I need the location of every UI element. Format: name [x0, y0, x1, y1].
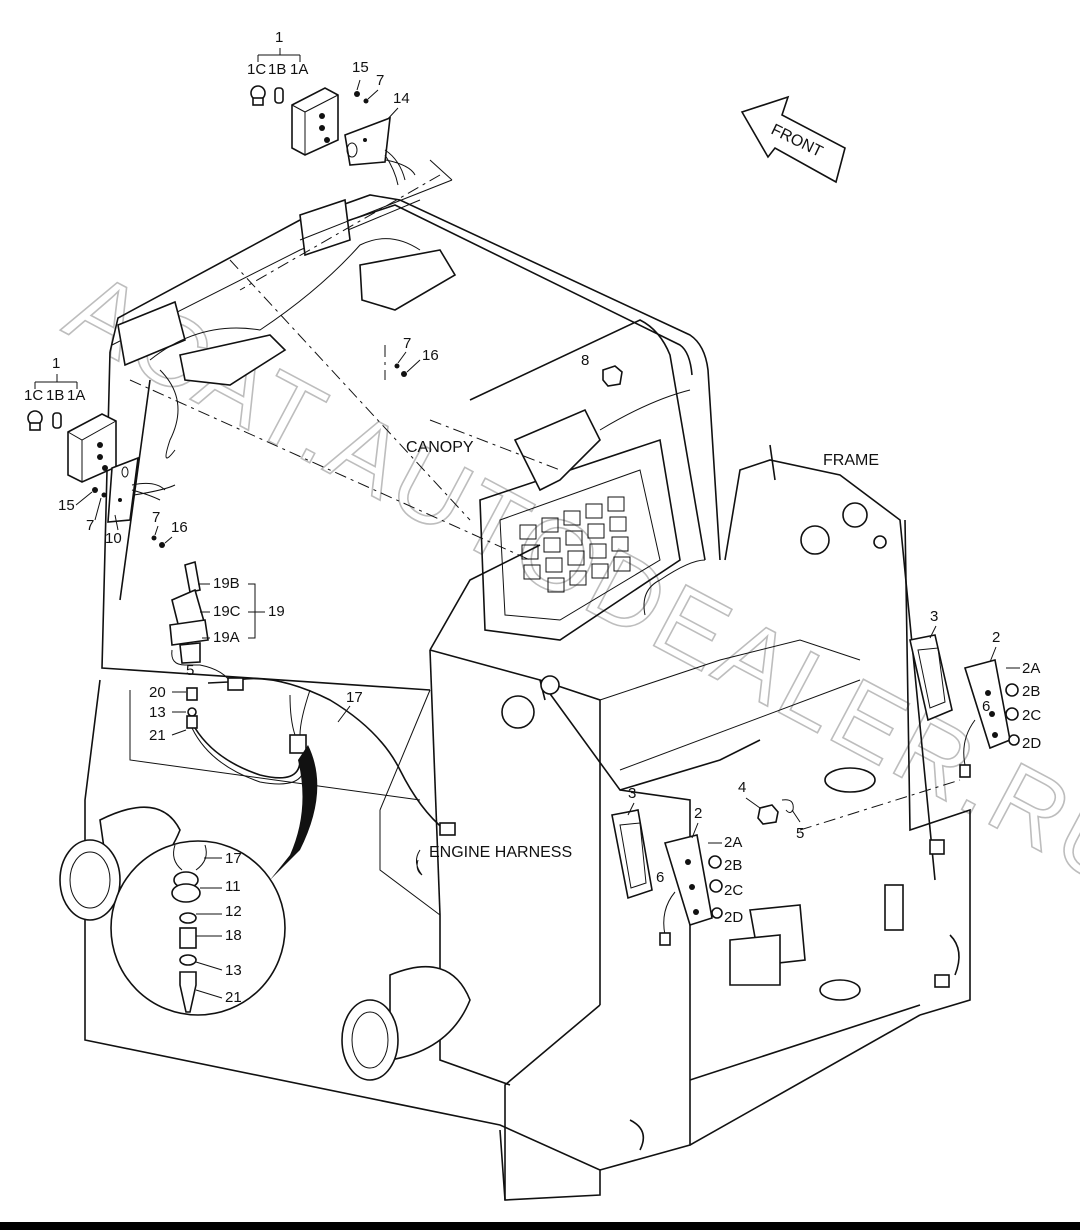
bottom-border — [0, 1222, 1080, 1230]
callout-7-top: 7 — [376, 72, 384, 89]
bracket-14 — [344, 116, 391, 166]
callout-1: 1 — [275, 29, 283, 46]
callout-21-switch: 21 — [149, 727, 166, 744]
callout-7-left: 7 — [86, 517, 94, 534]
callout-19: 19 — [268, 603, 285, 620]
callout-17-detail: 17 — [225, 850, 242, 867]
callout-8: 8 — [581, 352, 589, 369]
canopy-body — [101, 194, 721, 1005]
bulb-1b — [274, 87, 284, 104]
canopy-label: CANOPY — [406, 439, 474, 456]
callout-6-right: 6 — [982, 698, 990, 715]
callout-12: 12 — [225, 903, 242, 920]
callout-10: 10 — [105, 530, 122, 547]
canopy-hardware: 7 16 8 CANOPY FRAME — [394, 335, 879, 469]
callout-2a-right: 2A — [1022, 660, 1040, 677]
leader-dashes — [129, 174, 961, 831]
callout-5-switch: 5 — [186, 662, 194, 679]
rear-lamp-left: 3 2 2A 2B 2C 2D 6 — [611, 785, 743, 946]
callout-2b-left: 2B — [724, 857, 742, 874]
engine-harness: ENGINE HARNESS — [416, 844, 572, 876]
bulb-1c-left — [27, 410, 43, 431]
callout-19b: 19B — [213, 575, 240, 592]
mid-relay: 4 5 — [738, 779, 804, 842]
callout-18: 18 — [225, 927, 242, 944]
lamp-housing-1a-left — [67, 413, 117, 483]
callout-4: 4 — [738, 779, 746, 796]
callout-3-right: 3 — [930, 608, 938, 625]
callout-1b-left: 1B — [46, 387, 64, 404]
front-direction-arrow: FRONT — [740, 95, 846, 184]
callout-11: 11 — [225, 878, 241, 895]
callout-1-left: 1 — [52, 355, 60, 372]
callout-15-top: 15 — [352, 59, 369, 76]
callout-1c-left: 1C — [24, 387, 43, 404]
callout-7-canopy: 7 — [403, 335, 411, 352]
callout-2b-right: 2B — [1022, 683, 1040, 700]
bulb-1c — [250, 85, 266, 106]
engine-harness-label: ENGINE HARNESS — [429, 844, 572, 861]
callout-14: 14 — [393, 90, 410, 107]
callout-3-left: 3 — [628, 785, 636, 802]
lamp-assembly-left: 1 1C 1B 1A 15 7 10 7 16 — [24, 355, 188, 548]
callout-1c: 1C — [247, 61, 266, 78]
callout-2c-right: 2C — [1022, 707, 1041, 724]
callout-13-detail: 13 — [225, 962, 242, 979]
callout-2d-right: 2D — [1022, 735, 1041, 752]
callout-1a: 1A — [290, 61, 308, 78]
bracket-10 — [107, 456, 139, 523]
callout-15-left: 15 — [58, 497, 75, 514]
lamp-assembly-top: 1 1C 1B 1A 15 7 14 — [247, 29, 453, 241]
callout-16-left: 16 — [171, 519, 188, 536]
detail-view: 17 11 12 18 13 21 — [110, 745, 318, 1016]
callout-21-detail: 21 — [225, 989, 242, 1006]
callout-2c-left: 2C — [724, 882, 743, 899]
callout-5-mid: 5 — [796, 825, 804, 842]
callout-16-canopy: 16 — [422, 347, 439, 364]
callout-2d-left: 2D — [724, 909, 743, 926]
callout-17: 17 — [346, 689, 363, 706]
canopy-screen — [479, 438, 681, 641]
callout-1a-left: 1A — [67, 387, 85, 404]
callout-6-left: 6 — [656, 869, 664, 886]
wheel-hub-right — [341, 965, 471, 1081]
wheel-hub-left — [59, 806, 181, 921]
frame-body — [59, 444, 971, 1201]
callout-20: 20 — [149, 684, 166, 701]
callout-1b: 1B — [268, 61, 286, 78]
callout-7-left2: 7 — [152, 509, 160, 526]
rear-lamp-right: 3 2 2A 2B 2C 2D 6 — [909, 608, 1041, 778]
callout-13-switch: 13 — [149, 704, 166, 721]
callout-2-right: 2 — [992, 629, 1000, 646]
frame-label: FRAME — [823, 452, 879, 469]
callout-2a-left: 2A — [724, 834, 742, 851]
switch-assembly: 19B 19C 19A 19 5 20 13 21 17 — [149, 560, 456, 836]
bulb-1b-left — [52, 412, 62, 429]
callout-19a: 19A — [213, 629, 240, 646]
callout-19c: 19C — [213, 603, 241, 620]
lamp-housing-1a — [291, 87, 339, 156]
callout-2-left: 2 — [694, 805, 702, 822]
